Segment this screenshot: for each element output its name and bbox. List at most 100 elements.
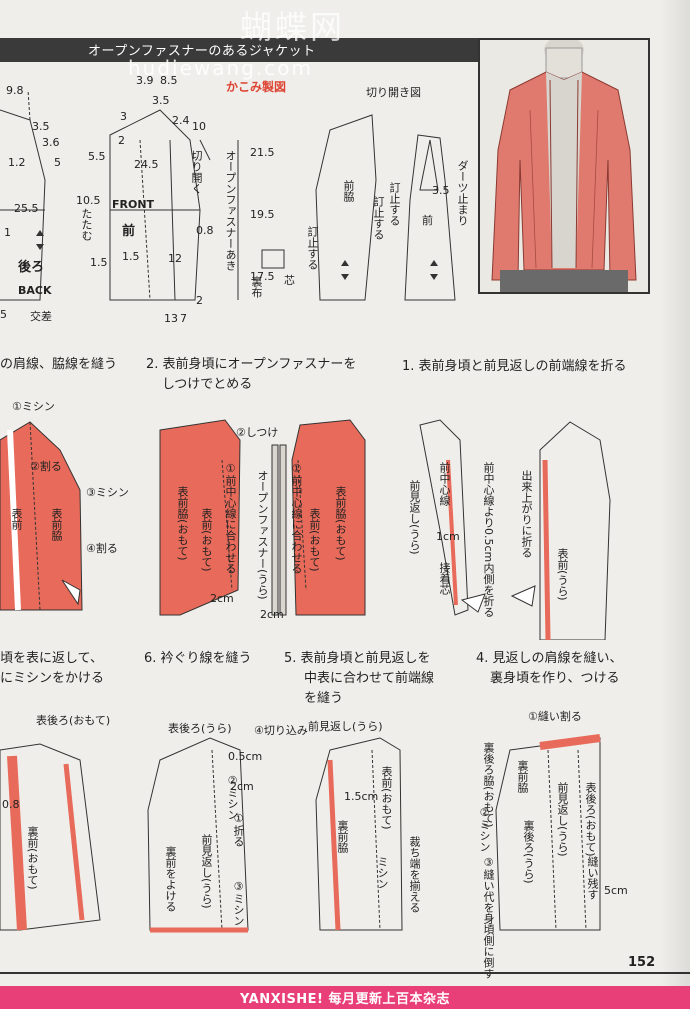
ura-mae: 裏前(おもて) xyxy=(26,826,39,890)
kirihiraki-zu: 切り開き図 xyxy=(366,86,421,99)
shitsuke-2: ②しつけ xyxy=(236,426,279,439)
dim-1-2: 1.2 xyxy=(8,156,26,169)
tomeru-3: 訂止する xyxy=(306,226,319,270)
urabari: 裏布 xyxy=(250,276,263,298)
footer-divider xyxy=(0,972,690,974)
omote-maewaki-omote-l: 表前脇(おもて) xyxy=(176,486,189,561)
step-4-heading-b: 裏身頃を作り、つける xyxy=(490,671,620,686)
jacket-illustration xyxy=(480,40,648,292)
step-2-heading-a: 2. 表前身頃にオープンファスナーを xyxy=(146,357,357,372)
dim-2: 2 xyxy=(118,134,125,147)
omote-maewaki: 表前脇 xyxy=(50,508,63,541)
dim-9-8: 9.8 xyxy=(6,84,24,97)
maemikaeshi-3: 前見返し(うら) xyxy=(308,720,383,733)
fold-in: 前中心線より0.5cm内側を折る xyxy=(482,462,495,618)
dim-8-5: 8.5 xyxy=(160,74,178,87)
watermark-cn: 蝴蝶网 xyxy=(240,8,346,46)
dim-3-5b: 3.5 xyxy=(152,94,170,107)
row1-figures xyxy=(0,419,611,640)
mishin-2: ②ミシン xyxy=(226,774,239,820)
dim-5b: 5 xyxy=(0,308,7,321)
maemikaeshi-1: 前見返し(うら) xyxy=(408,480,421,555)
ura-ushirowaki: 裏後ろ脇(おもて) xyxy=(482,742,495,828)
shin: 芯 xyxy=(284,274,295,287)
dim-2-4: 2.4 xyxy=(172,114,190,127)
omote-mae-omote-l: 表前(おもて) xyxy=(200,508,213,572)
kirikomi: ④切り込み xyxy=(254,724,308,737)
mae-center: 前中心線 xyxy=(438,462,451,506)
cm-2-left: 2cm xyxy=(210,592,234,605)
step-5-heading-c: を縫う xyxy=(304,691,344,706)
dim-1-5a: 1.5 xyxy=(122,250,140,263)
kousa: 交差 xyxy=(30,310,52,323)
cm-1: 1cm xyxy=(436,530,460,543)
dim-1: 1 xyxy=(4,226,11,239)
dim-10: 10 xyxy=(192,120,206,133)
step-5-heading-a: 5. 表前身頃と前見返しを xyxy=(284,651,431,666)
center-align-right: ①前中心線に合わせる xyxy=(290,462,303,574)
cm-2b: 2cm xyxy=(230,780,254,793)
dart-stop: ダーツ止まり xyxy=(456,160,469,226)
dim-10-5: 10.5 xyxy=(76,194,101,207)
center-align-left: ①前中心線に合わせる xyxy=(224,462,237,574)
omote-ushiro: 表後ろ(おもて) xyxy=(36,714,111,727)
watermark-en: hudiewang.com xyxy=(128,56,313,80)
mishin-4: ②ミシン xyxy=(478,806,491,852)
dim-3-5: 3.5 xyxy=(32,120,50,133)
dim-5-5: 5.5 xyxy=(88,150,106,163)
tomeru-1: 訂止する xyxy=(372,196,385,240)
footer-text: YANXISHE! 每月更新上百本杂志 xyxy=(239,992,451,1007)
omote-ushiro-ura: 表後ろ(うら) xyxy=(168,722,232,735)
dim-17-5: 17.5 xyxy=(250,270,275,283)
nuiwaru: ①縫い割る xyxy=(528,710,582,723)
dim-3-5c: 3.5 xyxy=(432,184,450,197)
dim-19-5: 19.5 xyxy=(250,208,275,221)
ura-maewaki: 裏前脇 xyxy=(336,820,349,853)
ura-maewaki-4: 裏前脇 xyxy=(516,760,529,793)
dim-24-5: 24.5 xyxy=(134,158,159,171)
omote-mae-ura: 表前(うら) xyxy=(556,548,569,601)
mishin-c: ミシン xyxy=(376,856,389,889)
dim-0-8: 0.8 xyxy=(196,224,214,237)
omote-mae-omote-r: 表前(おもて) xyxy=(308,508,321,572)
maewaki: 前脇 xyxy=(342,180,355,202)
oru-1: ①折る xyxy=(232,812,245,847)
mae: 前 xyxy=(422,214,433,227)
step-6-heading: 6. 衿ぐり線を縫う xyxy=(144,651,252,666)
row2-figures xyxy=(0,734,601,933)
ura-ushiro-ura: 裏後ろ(うら) xyxy=(522,820,535,884)
mishin-1: ①ミシン xyxy=(12,400,55,413)
dim-2b: 2 xyxy=(196,294,203,307)
cm-0-5: 0.5cm xyxy=(228,750,263,763)
tatamu: たたむ xyxy=(80,208,93,241)
dim-3-9: 3.9 xyxy=(136,74,154,87)
waru-2: ②割る xyxy=(30,460,62,473)
cm-5: 5cm xyxy=(604,884,628,897)
jacket-photo xyxy=(478,38,650,294)
kirihiraku: 切り開く xyxy=(190,150,203,194)
step-1-heading: 1. 表前身頃と前見返しの前端線を折る xyxy=(402,359,627,374)
omote-mae-3: 表前(おもて) xyxy=(380,766,393,830)
step-2-heading-b: しつけでとめる xyxy=(162,377,253,392)
front-en: FRONT xyxy=(112,198,155,211)
dim-3-6: 3.6 xyxy=(42,136,60,149)
cm-1-5: 1.5cm xyxy=(344,790,379,803)
omote-ushiro-4: 表後ろ(おもて) xyxy=(584,782,597,857)
header-title: オープンファスナーのあるジャケット xyxy=(88,44,316,59)
setchakushin: 接着芯 xyxy=(438,562,451,595)
cm-2-right: 2cm xyxy=(260,608,284,621)
step-5-heading-b: 中表に合わせて前端線 xyxy=(304,671,435,686)
dim-21-5: 21.5 xyxy=(250,146,275,159)
back-en: BACK xyxy=(18,284,52,297)
omote-maewaki-omote-r: 表前脇(おもて) xyxy=(334,486,347,561)
step-4-heading-a: 4. 見返しの肩線を縫い、 xyxy=(476,651,623,666)
back-label: 後ろ xyxy=(18,260,45,275)
tachihashi: 裁ち端を揃える xyxy=(408,836,421,913)
nuishiro: ③縫い代を身頃側に倒す xyxy=(482,856,495,979)
dim-5: 5 xyxy=(54,156,61,169)
step-7-heading-a: 頃を表に返して、 xyxy=(0,651,103,666)
footer-bar xyxy=(0,986,690,1009)
step-3-heading: の肩線、脇線を縫う xyxy=(0,357,118,372)
dim-12: 12 xyxy=(168,252,182,265)
